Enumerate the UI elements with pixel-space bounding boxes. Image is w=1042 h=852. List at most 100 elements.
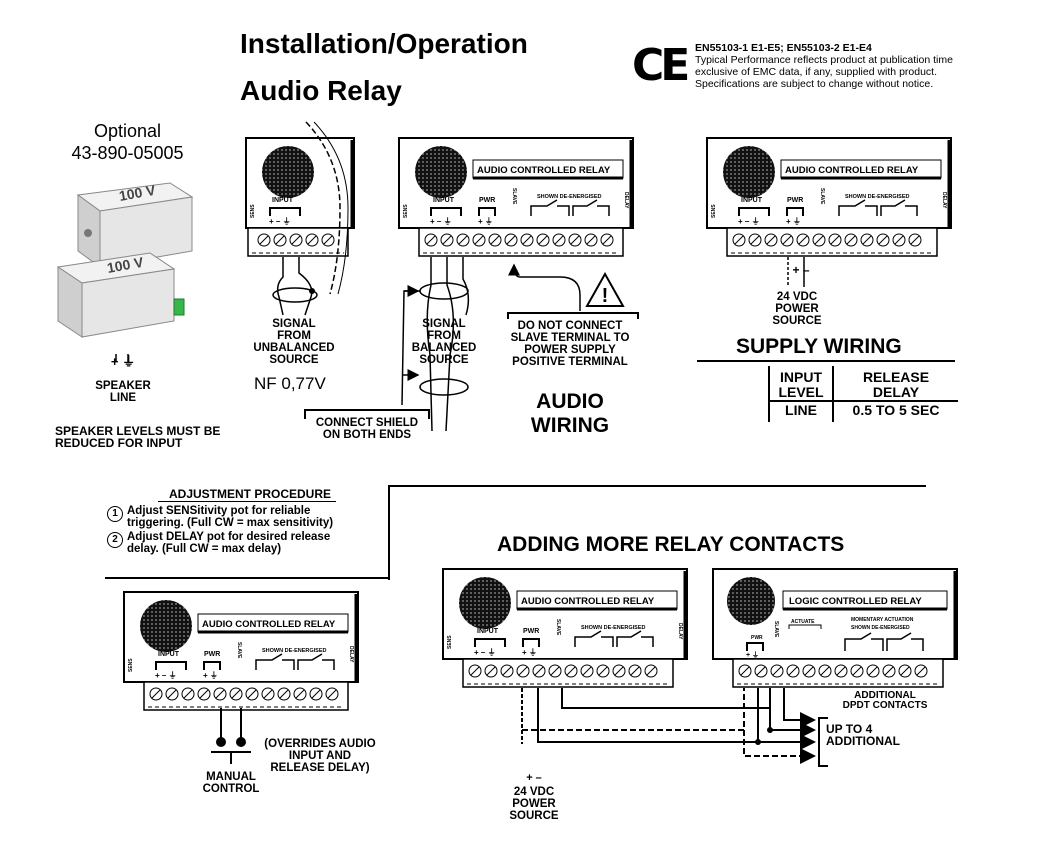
adjustment-step: 2 Adjust DELAY pot for desired release d… [107, 531, 382, 555]
supply-polarity: + – [526, 772, 542, 784]
pwr-signs: + ⏚ [522, 648, 537, 657]
label-line: ADDITIONAL [854, 690, 916, 701]
label-line: ON BOTH ENDS [322, 429, 412, 441]
warning-symbol: ! [602, 285, 609, 307]
actuate-label: ACTUATE [791, 619, 815, 625]
speaker-grill-icon [262, 146, 314, 198]
ce-mark-icon: CE [632, 40, 690, 91]
label-line: SOURCE [269, 354, 319, 366]
table-header-release-delay: RELEASE DELAY [834, 370, 958, 400]
adding-contacts-heading: ADDING MORE RELAY CONTACTS [497, 533, 845, 556]
sens-label: SENS [447, 635, 453, 649]
label-line: CONNECT SHIELD [315, 417, 419, 429]
input-signs: + – ⏚ [474, 648, 496, 657]
pwr-signs: + ⏚ [786, 217, 801, 226]
override-note: (OVERRIDES AUDIO INPUT AND RELEASE DELAY… [258, 738, 382, 774]
unbalanced-cable [272, 257, 318, 316]
pwr-signs: + ⏚ [746, 651, 759, 659]
delay-table: INPUT LEVEL RELEASE DELAY LINE 0.5 TO 5 … [768, 366, 958, 422]
interconnect-wiring [521, 688, 816, 764]
terminal-strip [738, 664, 928, 678]
adjustment-steps: 1 Adjust SENSitivity pot for reliable tr… [107, 505, 382, 555]
label-line: FROM [277, 330, 311, 342]
step-number-icon: 1 [107, 506, 123, 522]
label-line: SIGNAL [272, 318, 316, 330]
slave-label: SLAVE [511, 188, 517, 205]
relay-title: AUDIO CONTROLLED RELAY [785, 165, 919, 176]
disclaimer-line: Typical Performance reflects product at … [695, 54, 953, 66]
compliance-notes: EN55103-1 E1-E5; EN55103-2 E1-E4 Typical… [695, 42, 995, 90]
speaker-level-warning: SPEAKER LEVELS MUST BE REDUCED FOR INPUT [55, 425, 220, 449]
input-signs: + – ⏚ [269, 217, 291, 226]
label-line: POWER SUPPLY [524, 344, 616, 356]
terminal-strip [468, 664, 658, 678]
pwr-label: PWR [751, 635, 763, 641]
label-line: POSITIVE TERMINAL [512, 356, 628, 368]
label-line: 24 VDC [776, 291, 818, 303]
input-label: INPUT [433, 197, 455, 204]
relay-title: AUDIO CONTROLLED RELAY [477, 165, 611, 176]
shown-de-energised-label: SHOWN DE-ENERGISED [581, 625, 646, 631]
terminal-strip [732, 233, 922, 247]
label-line: POWER [512, 798, 556, 810]
shown-de-energised-label: SHOWN DE-ENERGISED [851, 625, 910, 631]
shown-de-energised-label: SHOWN DE-ENERGISED [537, 194, 602, 200]
box-label: 100 V [106, 254, 145, 276]
pwr-label: PWR [523, 628, 539, 635]
speaker-line-label: SPEAKER LINE [80, 380, 166, 404]
terminal-strip [149, 687, 339, 701]
shield-note: CONNECT SHIELD ON BOTH ENDS [306, 417, 428, 441]
supply-leads [787, 257, 805, 287]
label-line: UNBALANCED [253, 342, 335, 354]
speaker-grill-icon [727, 577, 775, 625]
speaker-terminal-leads [115, 354, 129, 362]
relay-title: AUDIO CONTROLLED RELAY [202, 619, 336, 630]
pwr-label: PWR [787, 197, 803, 204]
caption-rule [697, 360, 955, 362]
sens-label: SENS [711, 204, 717, 218]
step-text: triggering. (Full CW = max sensitivity) [127, 517, 334, 529]
shown-de-energised-label: SHOWN DE-ENERGISED [262, 648, 327, 654]
input-label: INPUT [158, 651, 180, 658]
relay-unit-audio-wiring: AUDIO CONTROLLED RELAY INPUT + – ⏚ PWR +… [398, 137, 634, 257]
label-line: BALANCED [411, 342, 477, 354]
terminal-strip [424, 233, 614, 247]
step-text: delay. (Full CW = max delay) [127, 543, 282, 555]
section-divider [105, 577, 390, 579]
adjustment-title: ADJUSTMENT PROCEDURE [168, 487, 331, 501]
additional-contacts-label: ADDITIONAL DPDT CONTACTS [830, 691, 940, 711]
label-line: DPDT CONTACTS [842, 700, 928, 711]
label-line: SOURCE [509, 810, 559, 822]
caption-line: WIRING [530, 414, 610, 437]
slave-label: SLAVE [555, 619, 561, 636]
label-line: 24 VDC [513, 786, 555, 798]
page-title: Installation/Operation [240, 28, 528, 59]
relay-unit-unbalanced: INPUT + – ⏚ SENS [245, 137, 355, 257]
relay-unit-logic: LOGIC CONTROLLED RELAY PWR + ⏚ SLAVE ACT… [712, 568, 958, 688]
step-text: Adjust SENSitivity pot for reliable [127, 505, 311, 517]
input-label: INPUT [272, 197, 294, 204]
label-line: CONTROL [202, 783, 260, 795]
warning-triangle-icon: ! [585, 272, 625, 307]
speaker-grill-icon [723, 146, 775, 198]
label-line: RELEASE DELAY) [270, 762, 370, 774]
delay-label: DELAY [677, 623, 683, 640]
slave-warning-note: DO NOT CONNECT SLAVE TERMINAL TO POWER S… [500, 320, 640, 368]
relay-unit-manual-control: AUDIO CONTROLLED RELAY INPUT + – ⏚ PWR +… [123, 591, 359, 711]
standards-text: EN55103-1 E1-E5; EN55103-2 E1-E4 [695, 42, 872, 54]
table-cell-level: LINE [785, 402, 817, 418]
pwr-signs: + ⏚ [478, 217, 493, 226]
label-line: POWER [775, 303, 819, 315]
supply-source-label: 24 VDC POWER SOURCE [760, 291, 834, 327]
box-label: 100 V [118, 182, 157, 204]
manual-switch-icon [211, 708, 251, 764]
input-signs: + – ⏚ [155, 671, 177, 680]
disclaimer-line: exclusive of EMC data, if any, supplied … [695, 66, 938, 78]
input-label: INPUT [741, 197, 763, 204]
manual-control-label: MANUAL CONTROL [196, 771, 266, 795]
unbalanced-source-label: SIGNAL FROM UNBALANCED SOURCE [246, 318, 342, 366]
caption-line: AUDIO [536, 390, 604, 413]
label-line: MANUAL [206, 771, 256, 783]
slave-label: SLAVE [773, 621, 779, 638]
relay-title: LOGIC CONTROLLED RELAY [789, 596, 922, 607]
